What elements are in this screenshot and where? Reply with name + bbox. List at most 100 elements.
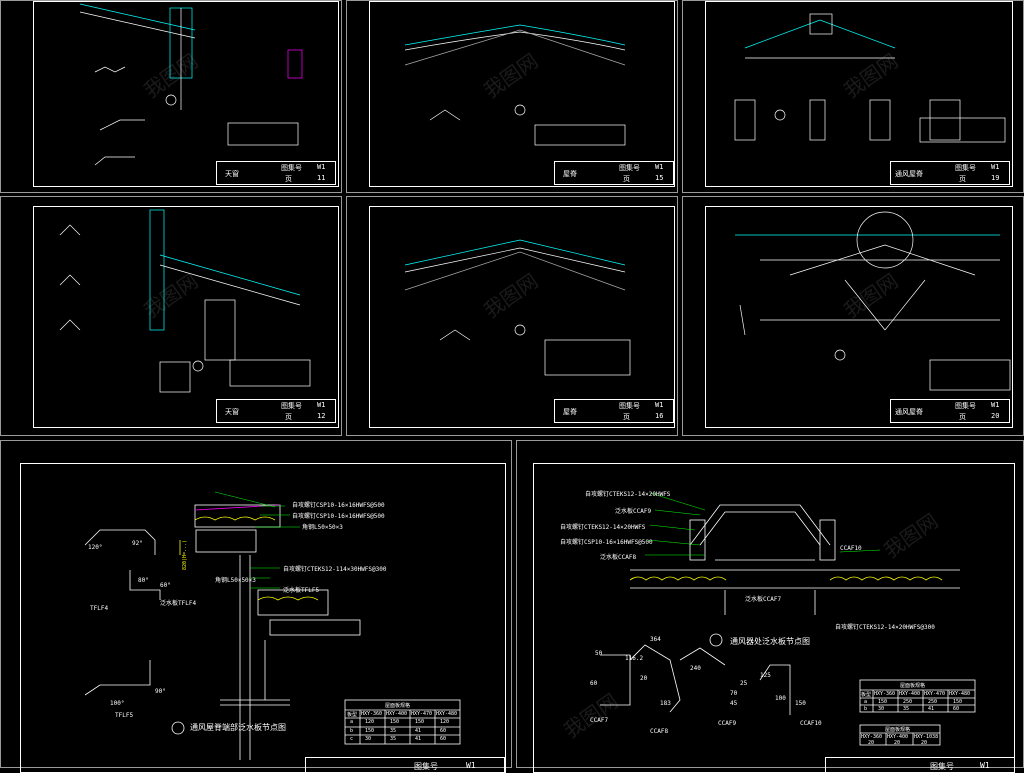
bl-label-d: 自攻螺钉CTEKS12-114×30HWFS@300 — [283, 566, 387, 573]
br-dim-240: 240 — [690, 665, 701, 672]
bl-th-3: HXY-470 — [411, 711, 433, 717]
br-label-g: 自攻螺钉CTEKS12-14×20HWFS@300 — [835, 624, 935, 631]
bl-r2-0: c — [350, 736, 354, 742]
br-label-c: 自攻螺钉CTEKS12-14×20HWFS — [560, 524, 646, 531]
bl-table — [344, 699, 461, 745]
sheet-6-tb-code: W1 — [991, 401, 1000, 409]
sheet-1-no: 11 — [317, 174, 326, 182]
bl-r2-3: 41 — [415, 736, 422, 742]
br-dim-116: 116.2 — [625, 655, 644, 662]
br-t1-title: 屋面板规格 — [900, 683, 926, 689]
br-caption: 通风器处泛水板节点图 — [730, 637, 810, 646]
sheet-1-caption: 天窗 — [225, 170, 239, 178]
br-t2-th-2: HXY-1038 — [914, 734, 939, 740]
bl-r2-4: 60 — [440, 736, 447, 742]
br-label-k: CCAF9 — [718, 720, 737, 727]
sheet-4: 天窗 图集号 W1 页 12 — [0, 196, 342, 436]
sheet-bl-tb-label: 图集号 — [414, 762, 438, 771]
sheet-2-no: 15 — [655, 174, 664, 182]
bl-r1-4: 60 — [440, 728, 447, 734]
sheet-4-drawing — [59, 209, 311, 393]
sheet-5: 屋脊 图集号 W1 页 16 — [346, 196, 678, 436]
sheet-2: 屋脊 图集号 W1 页 15 — [346, 0, 678, 193]
bl-dim-820: 820(H=...) — [182, 539, 189, 571]
sheet-5-tb-page: 页 — [623, 413, 630, 421]
bl-r2-2: 35 — [390, 736, 397, 742]
sheet-4-no: 12 — [317, 412, 326, 420]
sheet-5-drawing — [404, 239, 631, 376]
sheet-6-titleblock: 通风屋脊 图集号 W1 页 20 — [890, 399, 1010, 423]
br-t1-th-1: HXY-360 — [874, 691, 896, 697]
br-table1 — [859, 679, 976, 713]
bl-th-4: HXY-480 — [436, 711, 458, 717]
sheet-2-caption: 屋脊 — [563, 170, 577, 178]
sheet-3-titleblock: 通风屋脊 图集号 W1 页 19 — [890, 161, 1010, 185]
br-t2-th-0: HXY-360 — [861, 734, 883, 740]
sheet-2-tb-label: 图集号 — [619, 164, 640, 172]
br-dim-183: 183 — [660, 700, 671, 707]
sheet-5-no: 16 — [655, 412, 664, 420]
br-dim-45: 45 — [730, 700, 738, 707]
sheet-4-tb-code: W1 — [317, 401, 326, 409]
sheet-2-frame — [369, 1, 675, 187]
bl-label-a: 自攻螺钉CSP10-16×16HWFS@500 — [292, 502, 385, 509]
sheet-6-caption: 通风屋脊 — [895, 408, 923, 416]
br-t2-th-1: HXY-400 — [887, 734, 909, 740]
bl-label-e: 角钢L50×50×3 — [215, 577, 256, 584]
br-leaders — [645, 492, 881, 556]
bl-r1-2: 35 — [390, 728, 397, 734]
br-dim-50: 50 — [595, 650, 603, 657]
sheet-4-tb-page: 页 — [285, 413, 292, 421]
bl-dim-92: 92° — [132, 540, 143, 547]
top-drawings — [59, 3, 1011, 393]
br-t1-r0-0: a — [864, 699, 868, 705]
bl-label-h: TFLF4 — [90, 605, 109, 612]
sheet-1-tb-label: 图集号 — [281, 164, 302, 172]
br-t2-r0-1: 20 — [894, 740, 901, 746]
br-dim-364: 364 — [650, 636, 661, 643]
bl-r0-0: a — [350, 719, 354, 725]
br-dim-60: 60 — [590, 680, 598, 687]
bl-r1-3: 41 — [415, 728, 422, 734]
sheet-3-tb-label: 图集号 — [955, 164, 976, 172]
br-t1-r0-2: 250 — [903, 699, 913, 705]
br-label-l: CCAF10 — [800, 720, 822, 727]
sheet-6-tb-label: 图集号 — [955, 402, 976, 410]
sheet-5-frame — [369, 206, 675, 428]
bl-r1-1: 150 — [365, 728, 375, 734]
br-t1-th-2: HXY-400 — [899, 691, 921, 697]
br-ventilator-detail — [629, 504, 960, 647]
sheet-3-no: 19 — [991, 174, 1000, 182]
br-label-i: CCAF7 — [590, 717, 609, 724]
br-dim-150: 150 — [795, 700, 806, 707]
br-label-b: 泛水板CCAF9 — [615, 508, 652, 515]
br-t1-r1-2: 35 — [903, 706, 910, 712]
br-t1-r1-3: 41 — [928, 706, 935, 712]
bl-flashing-profiles — [84, 529, 161, 696]
bl-dim-90: 90° — [155, 688, 166, 695]
br-dim-25: 25 — [740, 680, 748, 687]
br-t2-title: 屋面板规格 — [885, 727, 911, 733]
sheet-1-drawing — [79, 3, 303, 166]
sheet-br-tb-label: 图集号 — [930, 762, 954, 771]
sheet-6-drawing — [735, 211, 1011, 391]
sheet-3-drawing — [734, 13, 1006, 143]
bl-label-b: 自攻螺钉CSP10-16×16HWFS@500 — [292, 513, 385, 520]
br-label-f: 泛水板CCAF7 — [745, 596, 782, 603]
br-t1-r1-4: 60 — [953, 706, 960, 712]
br-t1-th-3: HXY-470 — [924, 691, 946, 697]
bl-label-i: TFLF5 — [115, 712, 134, 719]
sheet-6-frame — [705, 206, 1013, 428]
sheet-3-caption: 通风屋脊 — [895, 170, 923, 178]
br-dim-70: 70 — [730, 690, 738, 697]
sheet-2-titleblock: 屋脊 图集号 W1 页 15 — [554, 161, 674, 185]
br-t2-r0-0: 20 — [868, 740, 875, 746]
bl-r2-1: 30 — [365, 736, 372, 742]
bl-dim-100: 100° — [110, 700, 125, 707]
bl-r0-3: 150 — [415, 719, 425, 725]
br-table2 — [859, 724, 941, 746]
br-t2-r0-2: 20 — [921, 740, 928, 746]
bl-roof-detail — [171, 504, 361, 760]
bl-label-g: 泛水板TFLF4 — [160, 600, 197, 607]
